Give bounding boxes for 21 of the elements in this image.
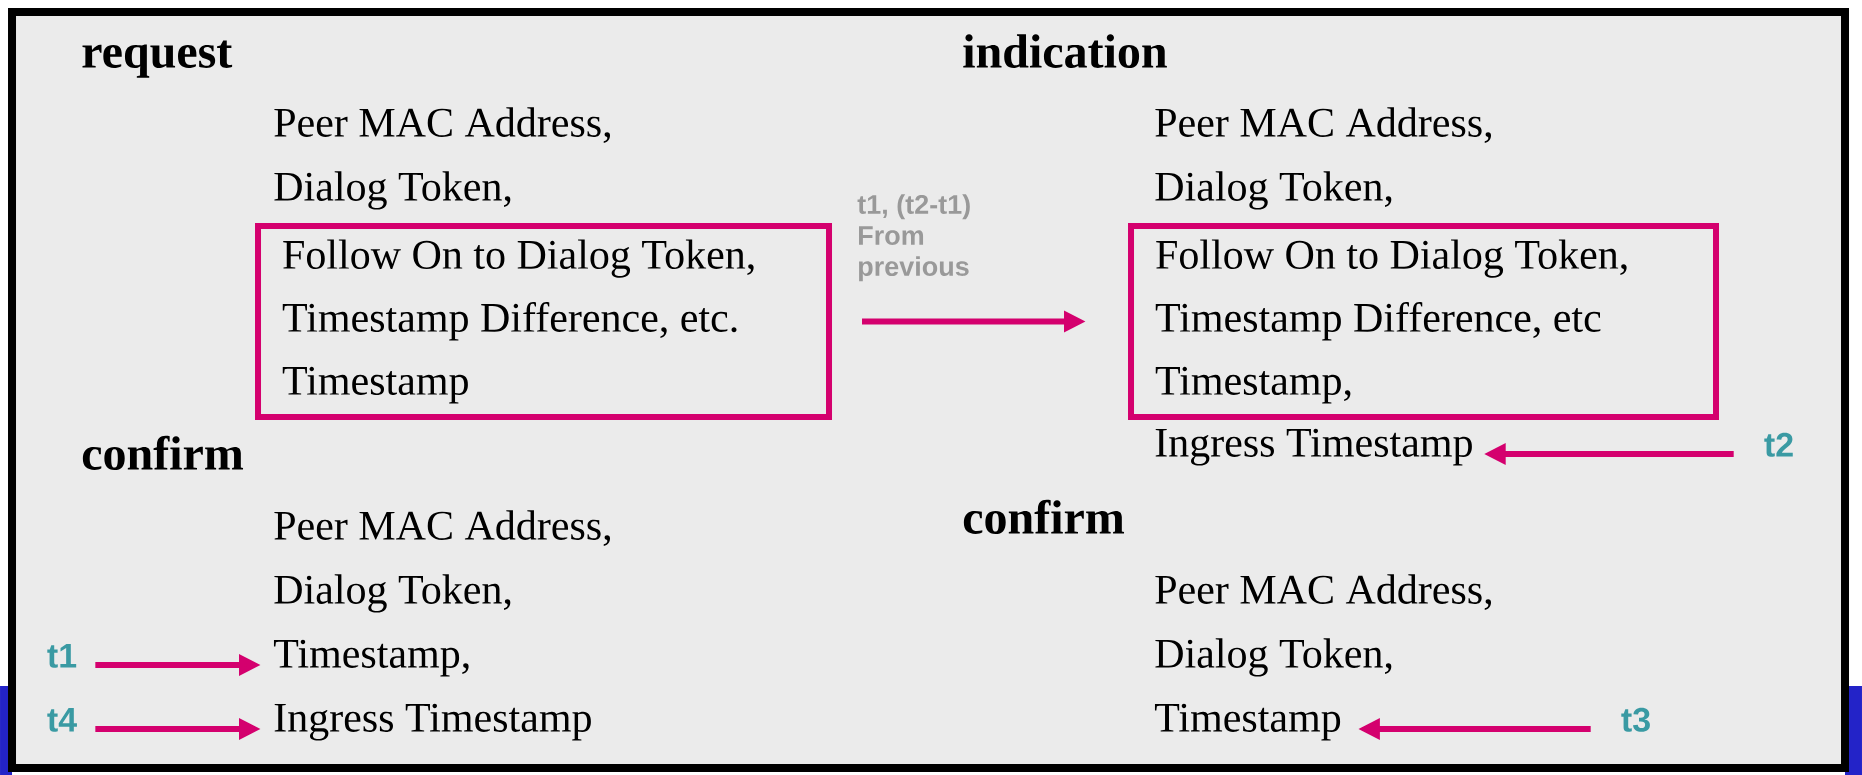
parameter-text: Peer MAC Address, — [274, 510, 610, 546]
highlight-box: Follow On to Dialog Token, Timestamp Difference, etc. Timestamp — [255, 223, 832, 420]
parameter-text: Peer MAC Address, — [1155, 574, 1491, 610]
parameter-text: Peer MAC Address, — [274, 107, 610, 143]
section-heading: confirm — [963, 499, 1125, 534]
edge-label: t1, (t2-t1) From previous — [857, 194, 970, 282]
section-heading: indication — [963, 34, 1167, 68]
highlight-box: Follow On to Dialog Token, Timestamp Difference, etc Timestamp, — [1128, 223, 1719, 420]
time-label: t4 — [47, 708, 77, 732]
parameter-text: Peer MAC Address, — [1155, 107, 1491, 143]
section-heading: confirm — [82, 435, 244, 470]
section-heading: request — [82, 40, 233, 78]
parameter-text: Dialog Token, — [274, 574, 511, 613]
time-label: t2 — [1764, 432, 1793, 457]
time-label: t3 — [1621, 707, 1650, 732]
parameter-text: Ingress Timestamp — [274, 703, 591, 741]
parameter-text: Timestamp — [1154, 703, 1341, 741]
parameter-text: Timestamp, — [273, 639, 469, 677]
parameter-text: Dialog Token, — [1155, 638, 1392, 677]
parameter-text: Ingress Timestamp — [1155, 428, 1472, 466]
time-label: t1 — [47, 644, 77, 668]
